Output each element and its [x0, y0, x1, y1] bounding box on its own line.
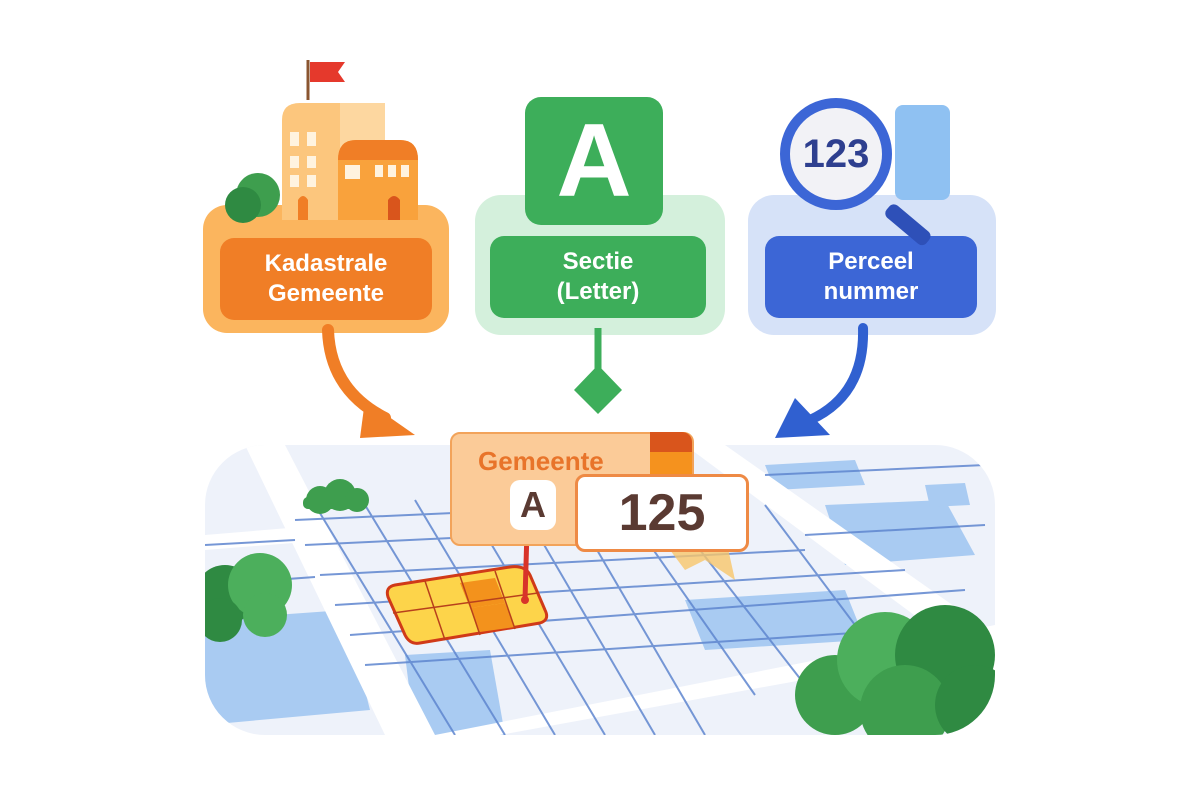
letter-a-icon: A	[525, 97, 663, 225]
green-arrow-icon	[574, 328, 622, 414]
blue-arrow-icon	[775, 323, 869, 438]
tag-section-badge: A	[510, 480, 556, 530]
selected-parcel[interactable]	[385, 565, 549, 645]
card-label-sectie: Sectie (Letter)	[490, 236, 706, 318]
tag-number-box: 125	[575, 474, 749, 552]
orange-arrow-icon	[322, 324, 415, 438]
card-label-gemeente: Kadastrale Gemeente	[220, 238, 432, 320]
tag-title: Gemeente	[478, 446, 604, 476]
town-hall-icon	[225, 60, 418, 223]
tree-icon	[303, 479, 369, 514]
map-grid	[205, 445, 995, 735]
tree-icon	[795, 605, 995, 735]
document-icon	[895, 105, 950, 200]
tree-icon	[205, 553, 292, 642]
card-label-perceel: Perceel nummer	[765, 236, 977, 318]
magnifier-icon: 123	[780, 98, 892, 210]
